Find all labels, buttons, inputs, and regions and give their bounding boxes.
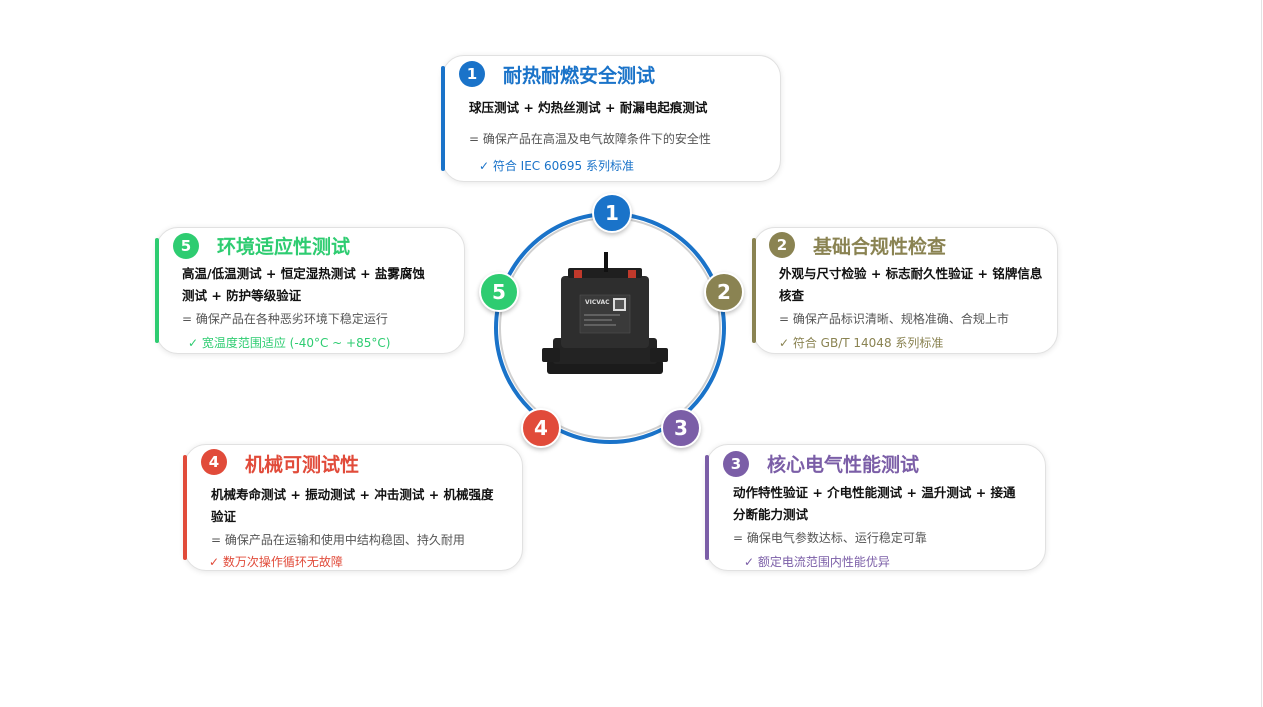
card-description: = 确保产品标识清晰、规格准确、合规上市	[779, 312, 1009, 326]
card-description: = 确保产品在高温及电气故障条件下的安全性	[469, 132, 711, 146]
card-title: 核心电气性能测试	[767, 454, 920, 476]
card-mechanical-testability: 4 机械可测试性 机械寿命测试 + 振动测试 + 冲击测试 + 机械强度验证 =…	[183, 444, 523, 571]
card-number-badge: 1	[459, 61, 485, 87]
card-number-badge: 3	[723, 451, 749, 477]
card-standard-note: ✓ 符合 IEC 60695 系列标准	[479, 159, 634, 173]
card-title: 耐热耐燃安全测试	[503, 65, 656, 87]
card-title: 基础合规性检查	[813, 236, 947, 258]
card-standard-note: ✓ 额定电流范围内性能优异	[744, 555, 890, 569]
card-test-items: 外观与尺寸检验 + 标志耐久性验证 + 铭牌信息核查	[779, 266, 1043, 303]
card-title: 环境适应性测试	[217, 236, 351, 258]
ring-node-2: 2	[704, 272, 744, 312]
ring-node-3: 3	[661, 408, 701, 448]
relay-product-image: VICVAC	[542, 252, 668, 374]
card-accent-bar	[441, 66, 445, 171]
card-standard-note: ✓ 宽温度范围适应 (-40°C ~ +85°C)	[188, 336, 391, 350]
card-basic-compliance: 2 基础合规性检查 外观与尺寸检验 + 标志耐久性验证 + 铭牌信息核查 = 确…	[752, 227, 1058, 354]
card-standard-note: ✓ 符合 GB/T 14048 系列标准	[779, 336, 944, 350]
card-standard-note: ✓ 数万次操作循环无故障	[209, 555, 343, 569]
card-accent-bar	[155, 238, 159, 343]
card-heat-fire-safety: 1 耐热耐燃安全测试 球压测试 + 灼热丝测试 + 耐漏电起痕测试 = 确保产品…	[441, 55, 781, 182]
card-electrical-performance: 3 核心电气性能测试 动作特性验证 + 介电性能测试 + 温升测试 + 接通分断…	[705, 444, 1046, 571]
card-environmental-adaptability: 5 环境适应性测试 高温/低温测试 + 恒定湿热测试 + 盐雾腐蚀测试 + 防护…	[155, 227, 465, 354]
card-description: = 确保电气参数达标、运行稳定可靠	[733, 531, 927, 545]
card-number-badge: 5	[173, 233, 199, 259]
card-title: 机械可测试性	[245, 454, 360, 476]
card-test-items: 动作特性验证 + 介电性能测试 + 温升测试 + 接通分断能力测试	[733, 485, 1016, 522]
product-brand-label: VICVAC	[585, 299, 610, 306]
card-accent-bar	[752, 238, 756, 343]
page-edge-rule	[1261, 0, 1262, 707]
card-number-badge: 4	[201, 449, 227, 475]
ring-node-1: 1	[592, 193, 632, 233]
card-description: = 确保产品在各种恶劣环境下稳定运行	[182, 312, 388, 326]
card-number-badge: 2	[769, 232, 795, 258]
card-test-items: 高温/低温测试 + 恒定湿热测试 + 盐雾腐蚀测试 + 防护等级验证	[182, 266, 425, 303]
ring-node-4: 4	[521, 408, 561, 448]
card-accent-bar	[183, 455, 187, 560]
card-accent-bar	[705, 455, 709, 560]
ring-node-5: 5	[479, 272, 519, 312]
card-test-items: 机械寿命测试 + 振动测试 + 冲击测试 + 机械强度验证	[211, 487, 494, 524]
card-test-items: 球压测试 + 灼热丝测试 + 耐漏电起痕测试	[469, 100, 708, 115]
card-description: = 确保产品在运输和使用中结构稳固、持久耐用	[211, 533, 465, 547]
